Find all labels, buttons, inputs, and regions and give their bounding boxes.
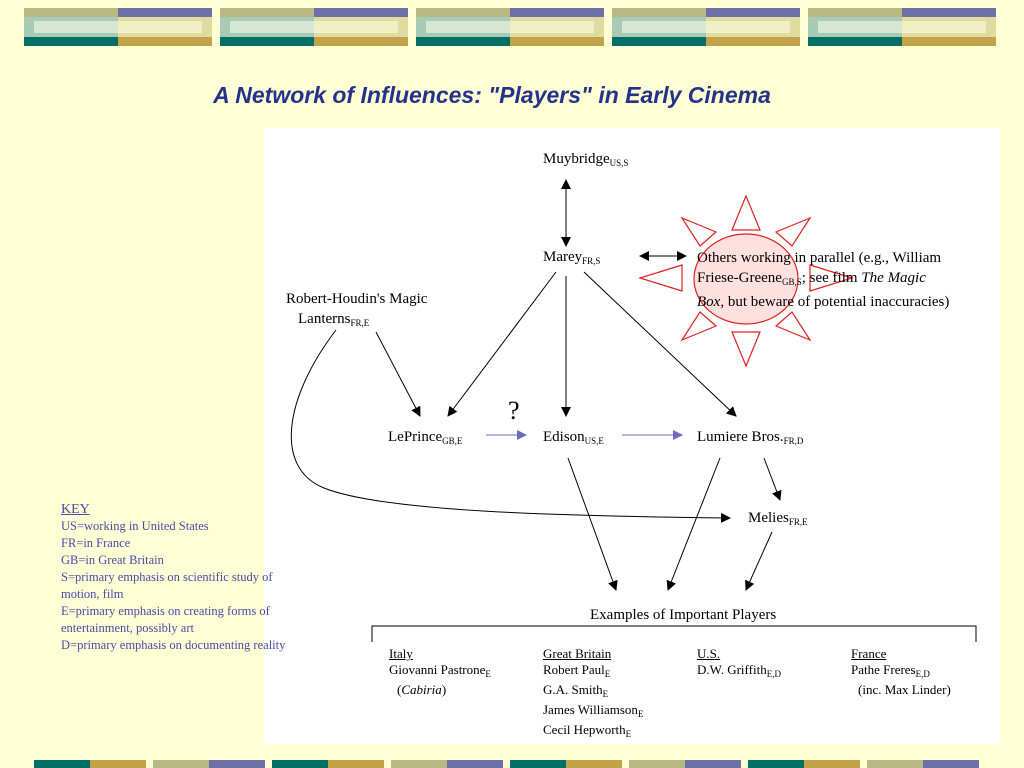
page-title: A Network of Influences: "Players" in Ea… bbox=[213, 82, 771, 108]
footer-bar-16 bbox=[923, 760, 979, 768]
footer-bar-12 bbox=[685, 760, 741, 768]
node-robert-houdin: Robert-Houdin's Magic LanternsFR,E bbox=[286, 291, 428, 328]
footer-bar-2 bbox=[90, 760, 146, 768]
diagram-panel: MuybridgeUS,S MareyFR,S Others working i… bbox=[264, 128, 1000, 744]
footer-bar-6 bbox=[328, 760, 384, 768]
footer-bar-11 bbox=[629, 760, 685, 768]
footer-bar-10 bbox=[566, 760, 622, 768]
key-legend: KEY US=working in United States FR=in Fr… bbox=[61, 501, 291, 654]
header-banner-4 bbox=[612, 8, 800, 46]
key-item: FR=in France bbox=[61, 536, 131, 550]
node-edison: EdisonUS,E bbox=[543, 429, 604, 446]
examples-great-britain: Great Britain Robert PaulE G.A. SmithE J… bbox=[543, 646, 644, 739]
diagram-arrows bbox=[290, 179, 977, 642]
header-banner-3 bbox=[416, 8, 604, 46]
footer-bar-7 bbox=[391, 760, 447, 768]
key-item: GB=in Great Britain bbox=[61, 553, 164, 567]
key-item: E=primary emphasis on creating forms of … bbox=[61, 604, 270, 635]
footer-bar-13 bbox=[748, 760, 804, 768]
key-header: KEY bbox=[61, 502, 90, 517]
footer-bar-5 bbox=[272, 760, 328, 768]
examples-italy: Italy Giovanni PastroneE (Cabiria) bbox=[389, 646, 491, 697]
footer-bar-8 bbox=[447, 760, 503, 768]
footer-bar-14 bbox=[804, 760, 860, 768]
footer-bar-3 bbox=[153, 760, 209, 768]
footer-bar-4 bbox=[209, 760, 265, 768]
key-item: D=primary emphasis on documenting realit… bbox=[61, 638, 286, 652]
footer-bar-1 bbox=[34, 760, 90, 768]
key-item: S=primary emphasis on scientific study o… bbox=[61, 570, 273, 601]
node-others: Others working in parallel (e.g., Willia… bbox=[697, 250, 950, 310]
examples-heading: Examples of Important Players bbox=[590, 607, 777, 623]
footer-bar-9 bbox=[510, 760, 566, 768]
footer-bar-15 bbox=[867, 760, 923, 768]
key-item: US=working in United States bbox=[61, 519, 209, 533]
node-lumiere: Lumiere Bros.FR,D bbox=[697, 429, 804, 446]
header-banner-2 bbox=[220, 8, 408, 46]
examples-france: France Pathe FreresE,D (inc. Max Linder) bbox=[851, 646, 951, 697]
sun-burst-icon bbox=[637, 194, 855, 368]
node-muybridge: MuybridgeUS,S bbox=[543, 151, 629, 168]
node-melies: MeliesFR,E bbox=[748, 510, 808, 527]
examples-us: U.S. D.W. GriffithE,D bbox=[697, 646, 781, 679]
header-banner-5 bbox=[808, 8, 996, 46]
question-mark: ? bbox=[508, 396, 520, 425]
header-banner-1 bbox=[24, 8, 212, 46]
node-leprince: LePrinceGB,E bbox=[388, 429, 463, 446]
node-marey: MareyFR,S bbox=[543, 249, 601, 266]
